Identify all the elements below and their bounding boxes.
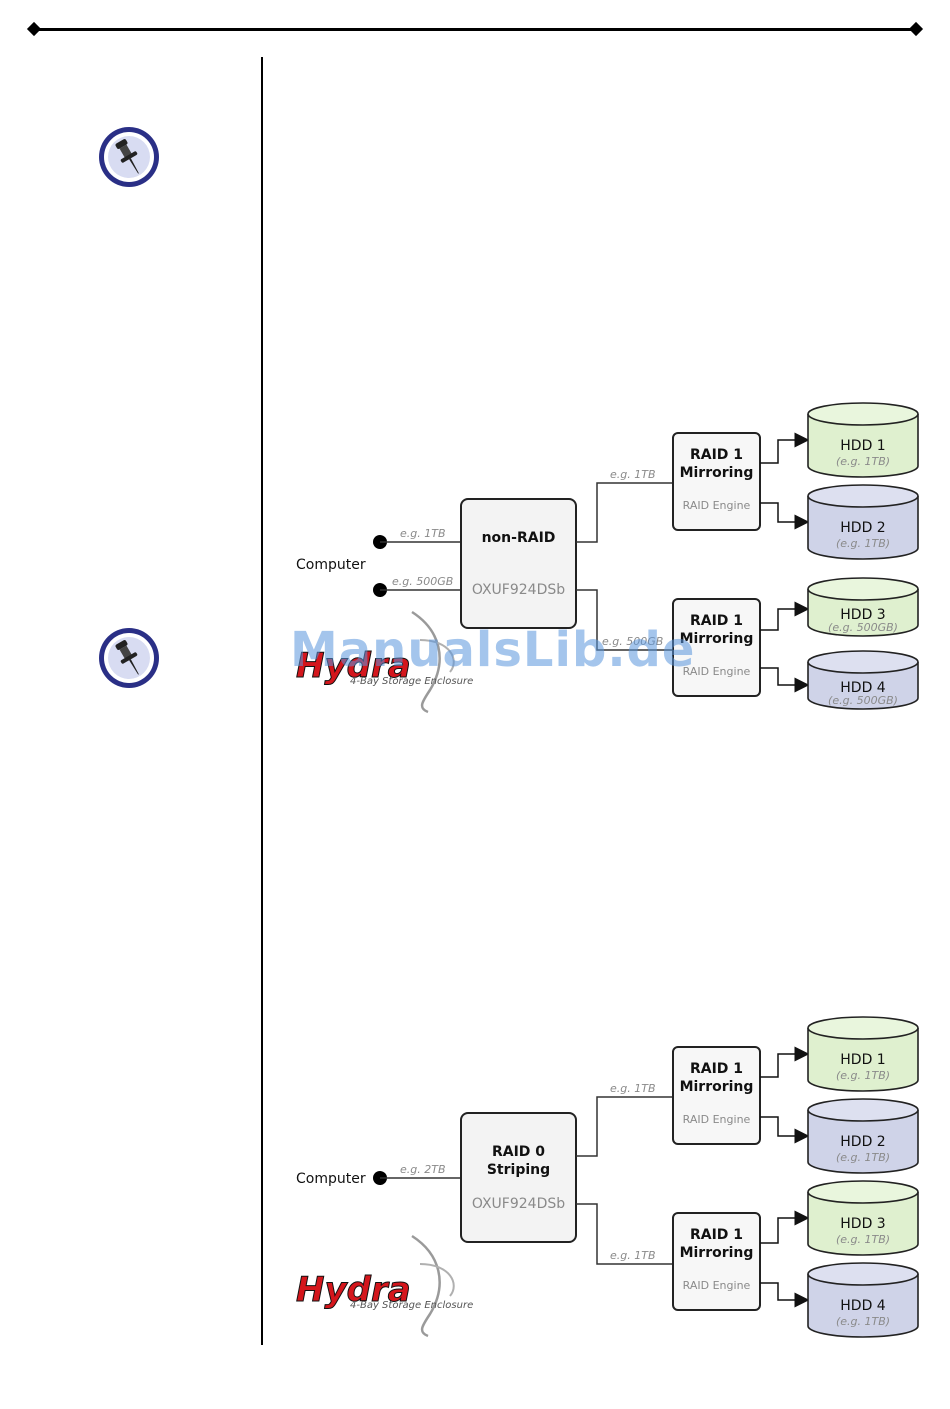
engine-title: RAID 1	[690, 613, 743, 629]
hdd-size: (e.g. 1TB)	[836, 455, 890, 468]
margin-divider	[261, 57, 263, 1345]
engine-title: RAID 1	[690, 447, 743, 463]
rule-end-left	[26, 21, 42, 37]
engine-subtitle: Mirroring	[680, 631, 754, 647]
logo-brand: Hydra	[296, 646, 411, 686]
engine-subtitle: Mirroring	[680, 1245, 754, 1261]
connector-line	[576, 482, 673, 543]
raid-engine-box	[672, 1212, 761, 1311]
rule-end-right	[908, 21, 924, 37]
raid-engine-box	[672, 432, 761, 531]
controller-chip: OXUF924DSb	[472, 582, 565, 598]
input-capacity-label: e.g. 2TB	[400, 1163, 446, 1176]
connector-line	[576, 589, 673, 651]
computer-label: Computer	[296, 557, 366, 573]
hdd-size: (e.g. 1TB)	[836, 1233, 890, 1246]
controller-chip: OXUF924DSb	[472, 1196, 565, 1212]
raid-diagram-raid0: Computer e.g. 2TB RAID 0 Striping OXUF92…	[296, 1016, 919, 1338]
hdd-label: HDD 2	[840, 520, 885, 536]
hdd-label: HDD 4	[840, 1298, 886, 1314]
input-capacity-label: e.g. 500GB	[392, 575, 453, 588]
engine-label: RAID Engine	[683, 1113, 751, 1126]
hdd-label: HDD 4	[840, 680, 886, 696]
hdd-label: HDD 3	[840, 1216, 885, 1232]
hdd-label: HDD 1	[840, 438, 885, 454]
pushpin-note-icon	[99, 127, 159, 187]
link-capacity-label: e.g. 500GB	[602, 635, 663, 648]
connector-line	[576, 1203, 673, 1265]
hdd-disk: HDD 2 (e.g. 1TB)	[807, 484, 919, 560]
hydra-logo: Hydra 4-Bay Storage Enclosure	[296, 1234, 473, 1338]
arrow	[760, 1116, 810, 1144]
raid-engine-box	[672, 1046, 761, 1145]
connector-line	[576, 1096, 673, 1157]
controller-subtitle: Striping	[487, 1162, 550, 1178]
engine-label: RAID Engine	[683, 665, 751, 678]
hdd-size: (e.g. 1TB)	[836, 537, 890, 550]
logo-tagline: 4-Bay Storage Enclosure	[350, 1300, 473, 1311]
hdd-size: (e.g. 1TB)	[836, 1151, 890, 1164]
watermark: ManualsLib.de	[290, 622, 696, 678]
logo-brand: Hydra	[296, 1270, 411, 1310]
hdd-size: (e.g. 500GB)	[828, 621, 898, 634]
hdd-disk: HDD 3 (e.g. 500GB)	[807, 577, 919, 637]
link-capacity-label: e.g. 1TB	[610, 1249, 656, 1262]
engine-label: RAID Engine	[683, 1279, 751, 1292]
hdd-disk: HDD 3 (e.g. 1TB)	[807, 1180, 919, 1256]
pushpin-note-icon	[99, 628, 159, 688]
hdd-disk: HDD 2 (e.g. 1TB)	[807, 1098, 919, 1174]
logo-tagline: 4-Bay Storage Enclosure	[350, 676, 473, 687]
engine-subtitle: Mirroring	[680, 465, 754, 481]
arrow	[760, 667, 810, 693]
engine-title: RAID 1	[690, 1227, 743, 1243]
arrow	[760, 1210, 810, 1244]
raid-diagram-nonraid: Computer e.g. 1TB e.g. 500GB non-RAID OX…	[296, 402, 919, 714]
arrow	[760, 502, 810, 530]
arrow	[760, 1282, 810, 1308]
hdd-label: HDD 1	[840, 1052, 885, 1068]
controller-title: non-RAID	[482, 530, 556, 546]
engine-subtitle: Mirroring	[680, 1079, 754, 1095]
controller-box	[460, 498, 577, 629]
hdd-label: HDD 3	[840, 607, 885, 623]
controller-box	[460, 1112, 577, 1243]
link-capacity-label: e.g. 1TB	[610, 1082, 656, 1095]
computer-label: Computer	[296, 1171, 366, 1187]
hydra-logo: Hydra 4-Bay Storage Enclosure	[296, 610, 473, 714]
hdd-disk: HDD 1 (e.g. 1TB)	[807, 1016, 919, 1092]
hdd-size: (e.g. 1TB)	[836, 1315, 890, 1328]
raid-engine-box	[672, 598, 761, 697]
hdd-disk: HDD 4 (e.g. 1TB)	[807, 1262, 919, 1338]
hdd-size: (e.g. 500GB)	[828, 694, 898, 707]
hdd-label: HDD 2	[840, 1134, 885, 1150]
arrow	[760, 432, 810, 464]
top-rule	[34, 28, 918, 31]
arrow	[760, 1046, 810, 1078]
hdd-disk: HDD 4 (e.g. 500GB)	[807, 650, 919, 710]
engine-label: RAID Engine	[683, 499, 751, 512]
hdd-size: (e.g. 1TB)	[836, 1069, 890, 1082]
controller-title: RAID 0	[492, 1144, 545, 1160]
hdd-disk: HDD 1 (e.g. 1TB)	[807, 402, 919, 478]
link-capacity-label: e.g. 1TB	[610, 468, 656, 481]
arrow	[760, 601, 810, 631]
input-capacity-label: e.g. 1TB	[400, 527, 446, 540]
engine-title: RAID 1	[690, 1061, 743, 1077]
